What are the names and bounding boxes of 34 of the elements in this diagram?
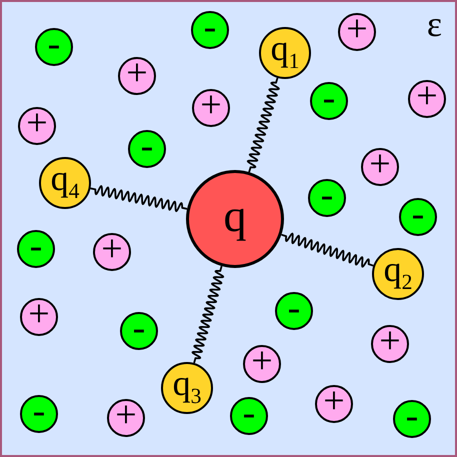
positive-ion: + — [315, 385, 353, 423]
positive-ion: + — [338, 13, 376, 51]
negative-ion: - — [17, 230, 55, 268]
positive-ion: + — [93, 233, 131, 271]
negative-ion: - — [35, 28, 73, 66]
positive-ion: + — [118, 57, 156, 95]
charge-ball: q$_{3}$ — [161, 362, 213, 414]
positive-ion: + — [20, 298, 58, 336]
spring-connector — [246, 78, 280, 172]
negative-ion: - — [399, 198, 437, 236]
positive-ion: + — [371, 325, 409, 363]
negative-ion: - — [310, 82, 348, 120]
charge-ball: q$_{2}$ — [372, 248, 424, 300]
charge-ball: q$_{4}$ — [39, 157, 91, 209]
negative-ion: - — [393, 400, 431, 438]
positive-ion: + — [361, 148, 399, 186]
spring-connector — [192, 266, 224, 364]
positive-ion: + — [18, 107, 56, 145]
negative-ion: - — [20, 395, 58, 433]
negative-ion: - — [128, 130, 166, 168]
permittivity-symbol: ε — [426, 6, 442, 42]
positive-ion: + — [192, 89, 230, 127]
spring-connector — [90, 185, 188, 212]
charge-ball: q$_{1}$ — [259, 27, 311, 79]
negative-ion: - — [120, 312, 158, 350]
central-charge: q — [186, 170, 284, 268]
negative-ion: - — [191, 11, 229, 49]
negative-ion: - — [230, 397, 268, 435]
negative-ion: - — [275, 292, 313, 330]
negative-ion: - — [308, 179, 346, 217]
positive-ion: + — [243, 345, 281, 383]
positive-ion: + — [408, 80, 446, 118]
positive-ion: + — [107, 399, 145, 437]
spring-connector — [281, 232, 374, 268]
